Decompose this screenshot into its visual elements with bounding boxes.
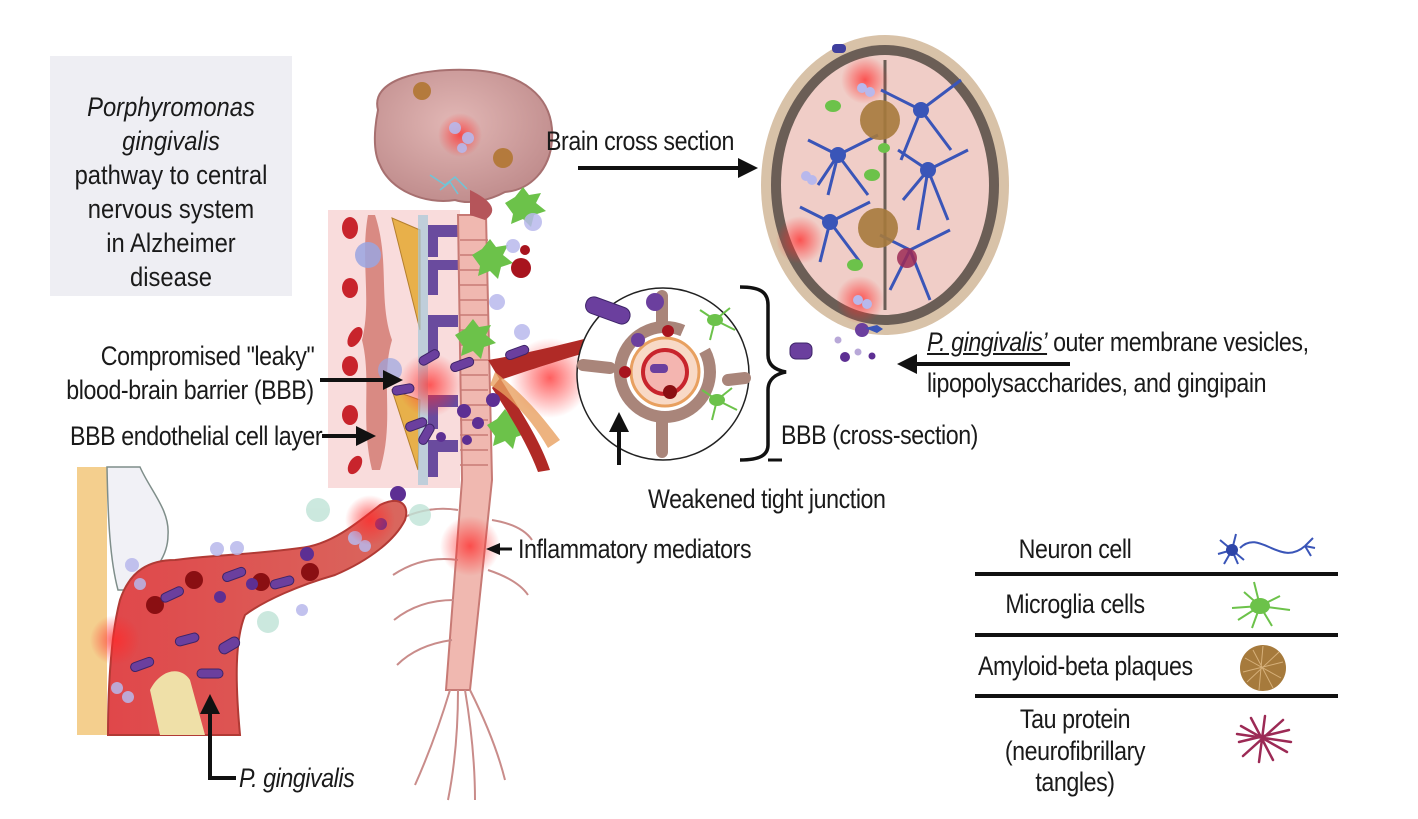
title-species: gingivalis (122, 126, 220, 156)
legend-divider (975, 694, 1338, 698)
gum-tissue (77, 466, 431, 736)
released-vesicles (789, 336, 876, 362)
legend-divider (975, 572, 1338, 576)
capillary-branch (488, 335, 602, 472)
legend-label-neuron: Neuron cell (1018, 534, 1132, 564)
label-leaky-bbb-line2: blood-brain barrier (BBB) (66, 375, 315, 405)
title-box: Porphyromonas gingivalis pathway to cent… (50, 56, 292, 296)
bbb-brace (739, 285, 787, 462)
arrowhead-icon (897, 354, 917, 374)
arrowhead-icon (356, 426, 376, 446)
neuron-icon (1217, 533, 1316, 565)
brain-cross-section (761, 35, 1009, 337)
label-inflammatory-mediators: Inflammatory mediators (518, 534, 752, 564)
arrowhead-icon (486, 543, 500, 555)
label-omv-line1: P. gingivalis’ outer membrane vesicles, (927, 326, 1309, 358)
arrowhead-icon (200, 694, 220, 714)
arrow-p-gingivalis (208, 712, 236, 780)
bbb-cross-section (576, 287, 751, 461)
label-omv-line2: lipopolysaccharides, and gingipain (927, 368, 1267, 398)
label-p-gingivalis: P. gingivalis (239, 763, 355, 793)
legend-divider (975, 633, 1338, 637)
title-line-5: in Alzheimer (106, 228, 236, 258)
label-brain-cross-section: Brain cross section (546, 126, 734, 156)
label-weakened-tight-junction: Weakened tight junction (648, 484, 886, 514)
arrowhead-icon (738, 158, 758, 178)
label-endothelial-layer: BBB endothelial cell layer (69, 421, 323, 451)
amyloid-plaque-icon (1240, 645, 1286, 691)
outer-membrane-vesicles (390, 393, 500, 502)
label-omv-species: P. gingivalis’ (927, 327, 1048, 357)
diagram-title: Porphyromonas gingivalis pathway to cent… (65, 90, 278, 294)
title-line-4: nervous system (87, 194, 255, 224)
title-genus: Porphyromonas (87, 92, 255, 122)
inflammation-glow (440, 516, 500, 576)
arrowhead-icon (383, 370, 403, 390)
inflammation-glow (398, 353, 462, 417)
label-leaky-bbb-line1: Compromised "leaky" (100, 341, 314, 371)
label-omv-rest: outer membrane vesicles, (1047, 327, 1309, 357)
vessel-rings (460, 239, 488, 466)
title-line-6: disease (130, 262, 212, 292)
title-line-3: pathway to central (74, 160, 268, 190)
microglia-icon (1231, 581, 1291, 629)
bbb-panel (328, 210, 460, 488)
label-bbb-cross-section: BBB (cross-section) (781, 420, 978, 450)
legend-label-amyloid: Amyloid-beta plaques (978, 651, 1193, 681)
tau-tangle-icon (1235, 714, 1293, 764)
arrowhead-icon (609, 412, 629, 432)
legend-label-microglia: Microglia cells (1005, 589, 1145, 619)
immune-cells-middle (489, 213, 542, 340)
bacteria-rods (391, 344, 530, 445)
legend-label-tau-line1: Tau protein (1019, 704, 1131, 734)
annotation-arrows (200, 158, 1070, 780)
legend-label-tau-line3: tangles) (1035, 767, 1115, 797)
legend-label-tau-line2: (neurofibrillary (1004, 736, 1146, 766)
brain (373, 68, 554, 220)
red-blood-cells (342, 217, 363, 475)
